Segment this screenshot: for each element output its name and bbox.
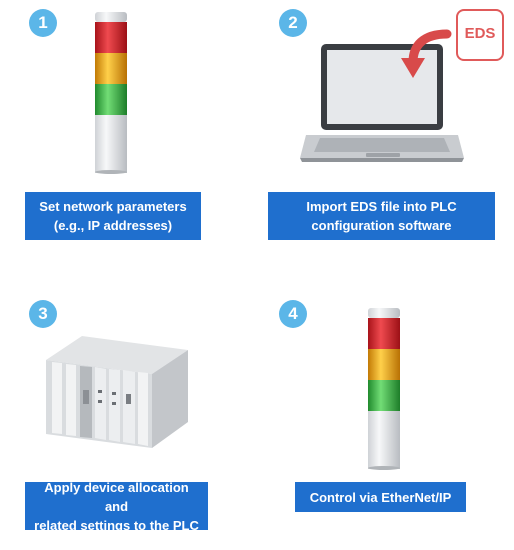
step-4-caption-text: Control via EtherNet/IP [309, 489, 452, 505]
step-1-caption-text: Set network parameters (e.g., IP address… [39, 199, 187, 233]
step-3-caption-text: Apply device allocation and related sett… [34, 479, 199, 533]
signal-tower-icon [95, 12, 127, 174]
step-1-number-badge: 1 [29, 9, 57, 37]
step-3-caption: Apply device allocation and related sett… [25, 480, 208, 533]
eds-file-label: EDS [464, 25, 496, 42]
step-2-number-badge: 2 [279, 9, 307, 37]
step-2-caption-text: Import EDS file into PLC configuration s… [306, 199, 457, 233]
import-arrow-icon [401, 29, 452, 78]
step-2-caption: Import EDS file into PLC configuration s… [268, 192, 495, 240]
step-1-caption: Set network parameters (e.g., IP address… [25, 192, 201, 240]
signal-tower-icon [368, 308, 400, 470]
step-4-number-badge: 4 [279, 300, 307, 328]
step-3-number-badge: 3 [29, 300, 57, 328]
step-4-caption: Control via EtherNet/IP [295, 482, 466, 512]
plc-rack-icon [46, 336, 188, 448]
eds-file-icon: EDS [456, 9, 504, 61]
